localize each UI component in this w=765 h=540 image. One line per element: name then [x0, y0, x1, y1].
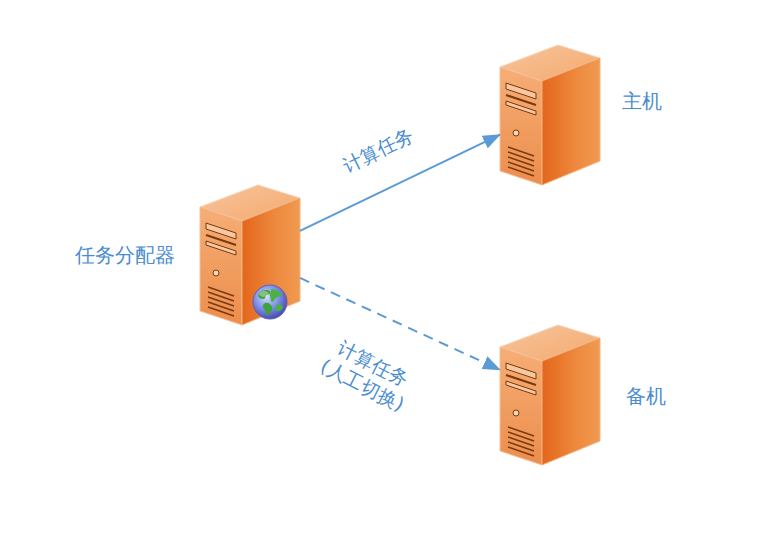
server-label: 备机: [626, 384, 666, 408]
edge-label: 计算任务 (人工切换): [313, 330, 424, 418]
edge-label: 计算任务: [323, 115, 432, 185]
server-shape: [500, 45, 600, 185]
server-node: 主机: [500, 45, 600, 185]
server-label: 任务分配器: [75, 243, 175, 267]
globe-icon: [251, 283, 289, 321]
server-shape: [500, 325, 600, 465]
server-node: 备机: [500, 325, 600, 465]
server-label: 主机: [622, 89, 662, 113]
